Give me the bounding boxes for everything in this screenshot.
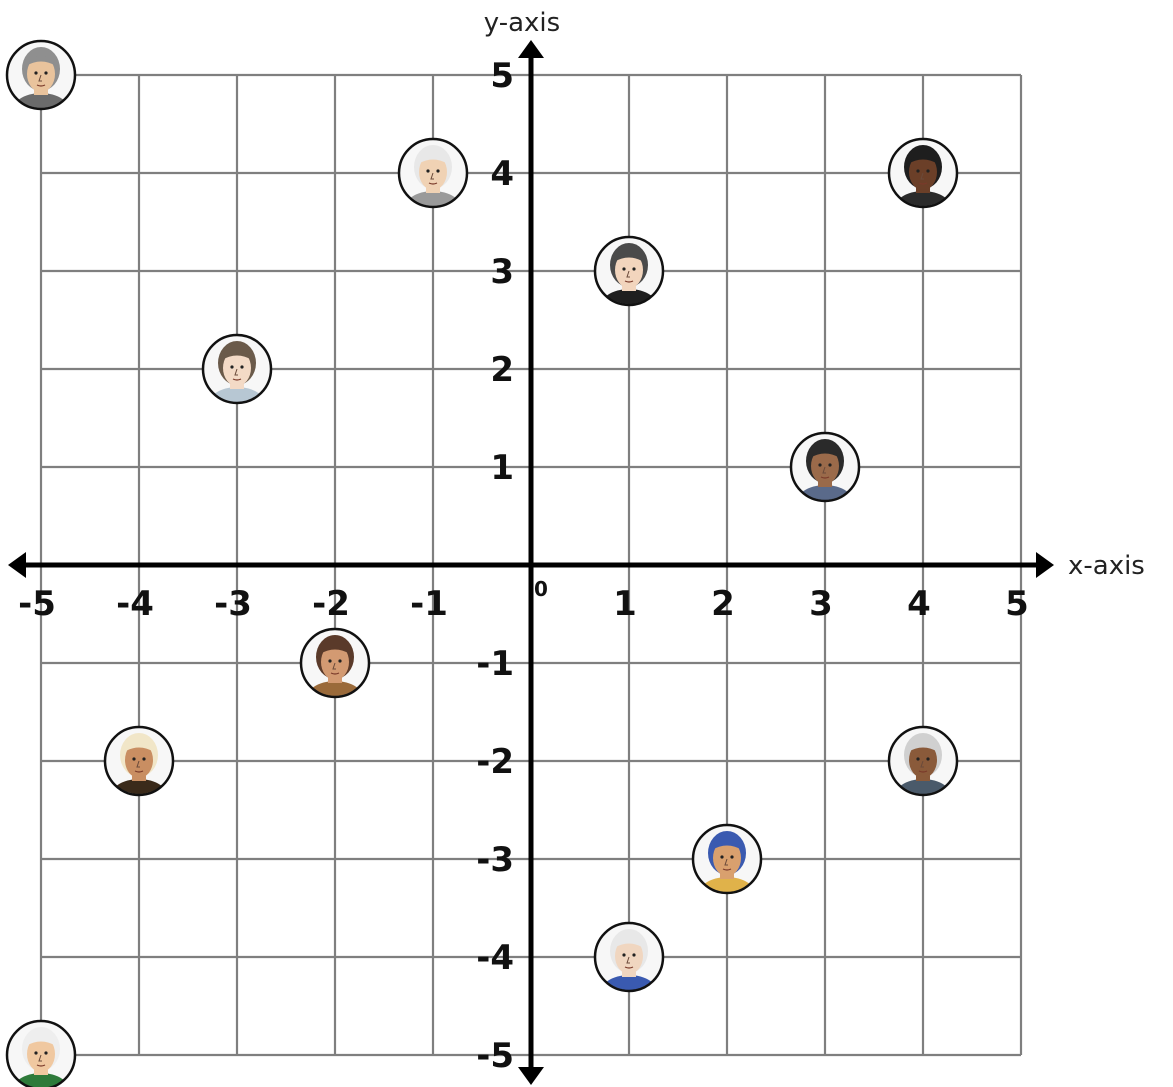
x-tick-label: 2 [711, 584, 735, 624]
y-tick-label: 2 [490, 350, 514, 390]
x-tick-label: 1 [613, 584, 637, 624]
y-axis-arrow-up [518, 40, 544, 58]
y-axis-label: y-axis [484, 8, 560, 38]
x-tick-label: 3 [809, 584, 833, 624]
x-tick-label: -1 [410, 584, 448, 624]
y-tick-label: 4 [490, 154, 514, 194]
y-tick-label: -4 [476, 938, 514, 978]
y-tick-label: -1 [476, 644, 514, 684]
y-tick-label: -2 [476, 742, 514, 782]
x-tick-label: -4 [116, 584, 154, 624]
y-tick-label: 1 [490, 448, 514, 488]
y-tick-label: 3 [490, 252, 514, 292]
y-axis-arrow-down [518, 1067, 544, 1085]
y-tick-label: -5 [476, 1036, 514, 1076]
y-tick-label: 5 [490, 56, 514, 96]
x-tick-label: -3 [214, 584, 252, 624]
x-tick-label: 5 [1005, 584, 1029, 624]
origin-label: 0 [534, 577, 548, 601]
x-axis-label: x-axis [1068, 551, 1145, 581]
x-tick-label: -2 [312, 584, 350, 624]
x-tick-label: 4 [907, 584, 931, 624]
portrait-white-haired-scientist-icon [7, 1021, 75, 1087]
x-tick-label: -5 [18, 584, 56, 624]
x-axis-arrow-right [1036, 552, 1054, 578]
y-tick-label: -3 [476, 840, 514, 880]
x-axis-arrow-left [8, 552, 26, 578]
